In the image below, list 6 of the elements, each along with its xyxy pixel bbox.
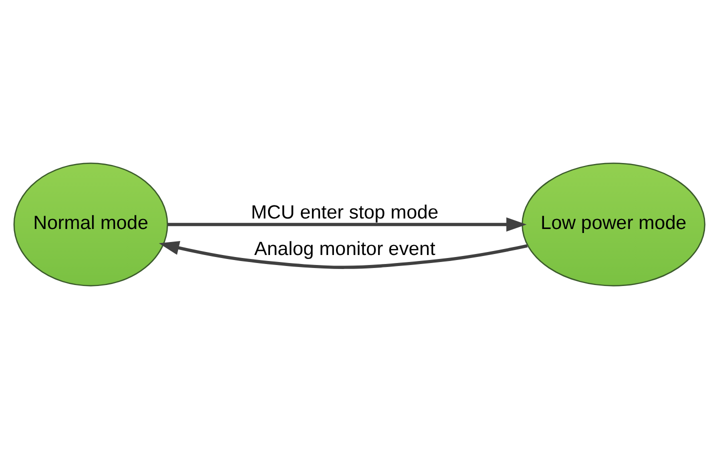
edge-label: Analog monitor event (254, 238, 436, 260)
arrow (158, 240, 528, 269)
arrow (168, 217, 527, 232)
node-ellipse: Normal mode (13, 162, 168, 286)
edge-label: MCU enter stop mode (251, 202, 438, 224)
node-ellipse: Low power mode (522, 162, 706, 286)
